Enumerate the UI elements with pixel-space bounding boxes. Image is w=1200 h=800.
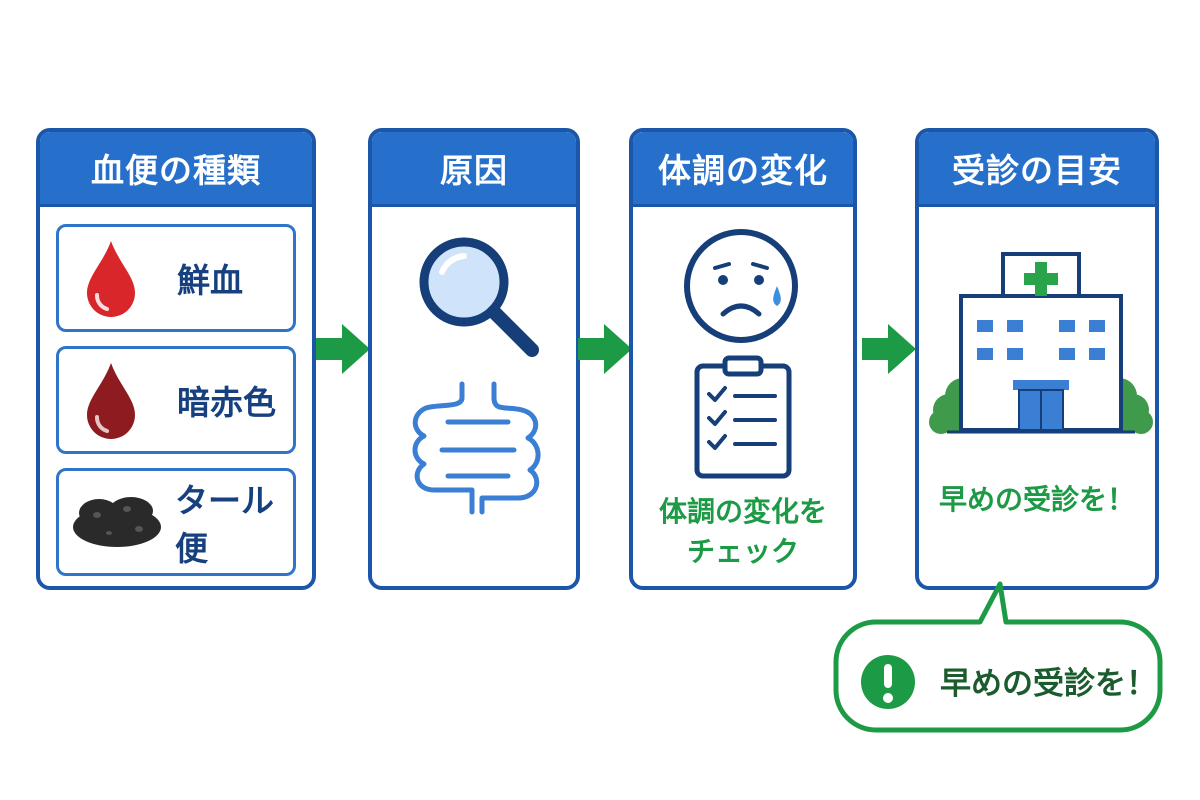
type-box-dark-red: 暗赤色: [56, 346, 296, 454]
type-label-dark-red: 暗赤色: [177, 383, 276, 422]
checklist-icon: [694, 355, 792, 479]
hospital-icon: [929, 252, 1153, 434]
consult-text: 早めの受診を！: [938, 483, 1135, 516]
arrow-right-icon: [316, 324, 370, 374]
worried-face-icon: [684, 229, 798, 343]
condition-text-line1: 体調の変化を: [658, 495, 827, 528]
panel-condition: 体調の変化 体調の変化を チェック: [629, 128, 857, 590]
panel-title-causes: 原因: [372, 132, 576, 207]
magnifying-glass-icon: [419, 237, 539, 357]
panel-blood-types: 血便の種類 鮮血 暗赤色 タール便: [36, 128, 316, 590]
type-box-tar: タール便: [56, 468, 296, 576]
arrow-right-icon: [578, 324, 632, 374]
panel-title-condition: 体調の変化: [633, 132, 853, 207]
callout-bubble: [833, 581, 1163, 733]
condition-text-line2: チェック: [686, 535, 799, 568]
type-label-tar: タール便: [175, 481, 274, 568]
panel-title-blood-types: 血便の種類: [40, 132, 312, 207]
type-box-bright-red: 鮮血: [56, 224, 296, 332]
panel-title-consultation: 受診の目安: [919, 132, 1155, 207]
tar-stool-icon: [73, 497, 161, 547]
intestine-icon: [412, 381, 541, 515]
panel-causes: 原因: [368, 128, 580, 590]
exclamation-icon: [861, 655, 915, 709]
arrow-right-icon: [862, 324, 916, 374]
panel-consultation: 受診の目安 早めの受診を！: [915, 128, 1159, 590]
callout-text: 早めの受診を！: [940, 665, 1157, 702]
type-label-bright-red: 鮮血: [177, 261, 243, 300]
dark-red-drop-icon: [87, 363, 135, 439]
bright-red-drop-icon: [87, 241, 135, 317]
